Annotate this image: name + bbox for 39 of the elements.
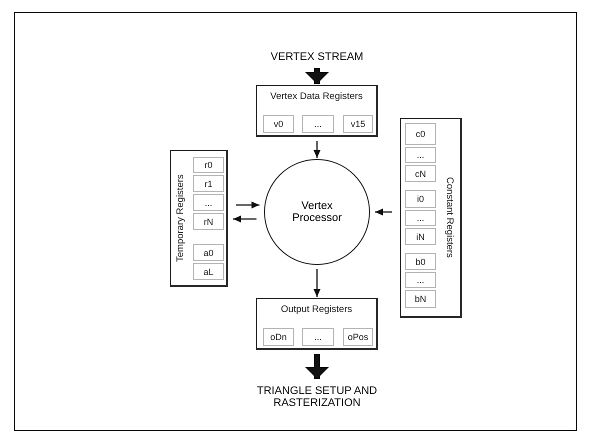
arrow <box>314 269 320 297</box>
register-cell: v15 <box>343 115 373 133</box>
register-cell: bN <box>405 290 436 308</box>
arrow <box>236 202 260 208</box>
flow-label: TRIANGLE SETUP AND RASTERIZATION <box>217 380 417 414</box>
register-panel <box>256 298 378 350</box>
panel-title: Constant Registers <box>444 176 455 260</box>
register-cell: ... <box>193 194 224 211</box>
processor-label: Vertex Processor <box>291 200 343 224</box>
register-cell: v0 <box>263 115 294 133</box>
register-panel <box>256 85 378 137</box>
register-cell: ... <box>302 115 334 133</box>
register-cell: r1 <box>193 175 224 192</box>
arrow <box>305 354 329 379</box>
arrow <box>375 208 392 216</box>
panel-title: Temporary Registers <box>175 173 186 264</box>
register-cell: i0 <box>405 190 436 208</box>
flow-label: VERTEX STREAM <box>237 50 397 64</box>
register-cell: oPos <box>343 328 373 346</box>
register-cell: iN <box>405 228 436 245</box>
register-cell: ... <box>405 147 436 163</box>
register-cell: a0 <box>193 244 224 261</box>
register-cell: ... <box>302 328 334 346</box>
register-cell: b0 <box>405 253 436 270</box>
register-cell: r0 <box>193 157 224 173</box>
register-cell: ... <box>405 210 436 226</box>
register-cell: oDn <box>263 328 294 346</box>
panel-title: Vertex Data Registers <box>269 91 364 102</box>
register-cell: rN <box>193 213 224 230</box>
register-cell: c0 <box>405 123 436 145</box>
register-cell: aL <box>193 263 224 280</box>
panel-title: Output Registers <box>280 304 354 315</box>
register-cell: cN <box>405 165 436 182</box>
register-panel <box>400 118 462 318</box>
register-cell: ... <box>405 272 436 288</box>
register-panel <box>170 150 228 287</box>
arrow <box>314 141 320 158</box>
arrow <box>233 216 256 222</box>
arrow <box>305 68 329 84</box>
